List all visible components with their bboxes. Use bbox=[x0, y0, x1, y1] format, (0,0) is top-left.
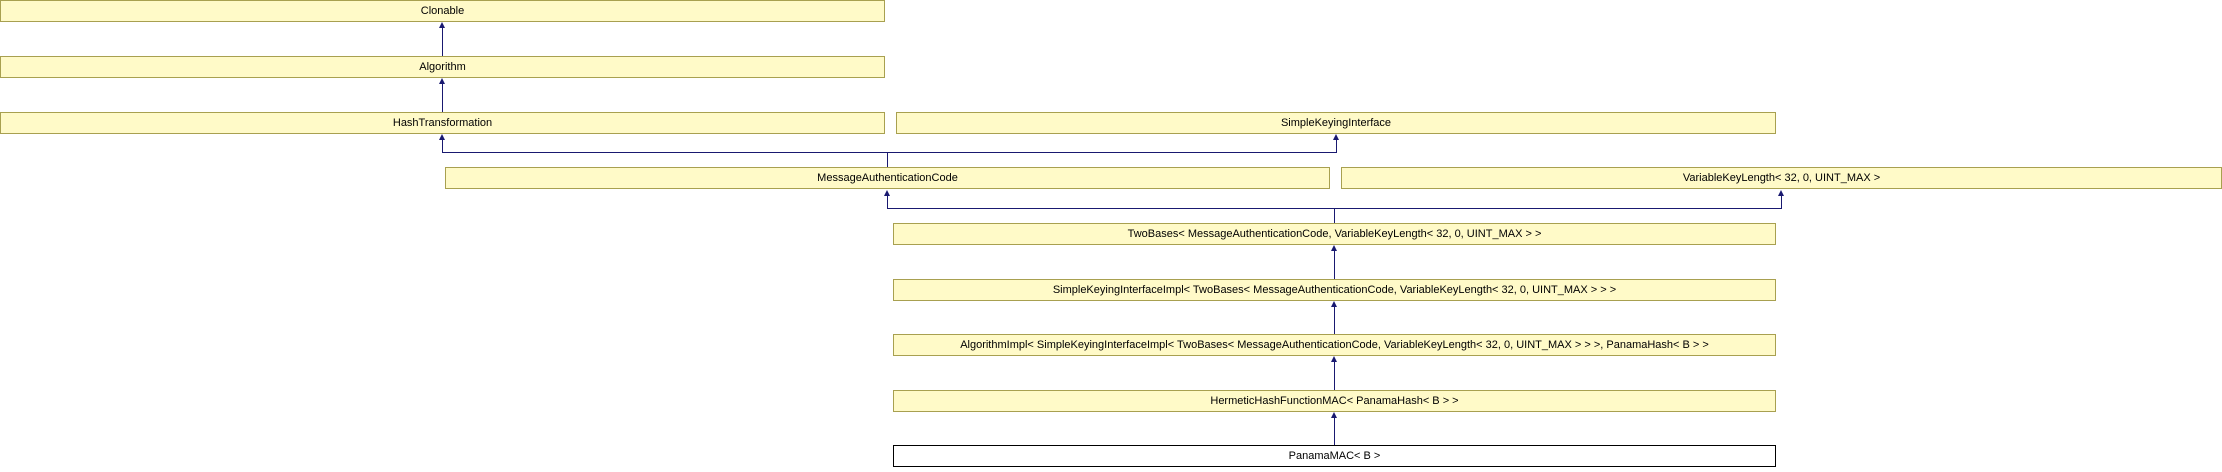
edge-mac-to-simplekeying-stub bbox=[1336, 140, 1337, 152]
arrowhead-algorithm-to-clonable bbox=[439, 22, 445, 28]
edge-twobases-to-varkeylen-stub bbox=[1781, 196, 1782, 208]
arrowhead-algorithmimpl-to-skiimpl bbox=[1331, 301, 1337, 307]
edge-algorithm-to-clonable bbox=[442, 28, 443, 56]
edge-mac-to-hashtransformation-run bbox=[442, 152, 888, 153]
node-clonable[interactable]: Clonable bbox=[0, 0, 885, 22]
node-two-bases[interactable]: TwoBases< MessageAuthenticationCode, Var… bbox=[893, 223, 1776, 245]
arrowhead-hermetic-to-algorithmimpl bbox=[1331, 356, 1337, 362]
arrowhead-panamamac-to-hermetic bbox=[1331, 412, 1337, 418]
node-hermetic-hash-function-mac[interactable]: HermeticHashFunctionMAC< PanamaHash< B >… bbox=[893, 390, 1776, 412]
node-algorithm[interactable]: Algorithm bbox=[0, 56, 885, 78]
edge-mac-to-hashtransformation-stub bbox=[442, 140, 443, 152]
arrowhead-mac-to-simplekeying bbox=[1333, 134, 1339, 140]
arrowhead-hashtransformation-to-algorithm bbox=[439, 78, 445, 84]
edge-mac-to-simplekeying-run bbox=[887, 152, 1337, 153]
edge-twobases-drop bbox=[1334, 208, 1335, 223]
arrowhead-skiimpl-to-twobases bbox=[1331, 245, 1337, 251]
edge-hermetic-to-algorithmimpl bbox=[1334, 362, 1335, 390]
arrowhead-twobases-to-mac bbox=[884, 190, 890, 196]
arrowhead-mac-to-hashtransformation bbox=[439, 134, 445, 140]
node-variable-key-length[interactable]: VariableKeyLength< 32, 0, UINT_MAX > bbox=[1341, 167, 2222, 189]
node-simple-keying-interface[interactable]: SimpleKeyingInterface bbox=[896, 112, 1776, 134]
edge-panamamac-to-hermetic bbox=[1334, 418, 1335, 445]
edge-skiimpl-to-twobases bbox=[1334, 251, 1335, 279]
node-hash-transformation[interactable]: HashTransformation bbox=[0, 112, 885, 134]
edge-hashtransformation-to-algorithm bbox=[442, 84, 443, 112]
edge-twobases-to-varkeylen-run bbox=[1334, 208, 1782, 209]
edge-mac-to-hashtransformation-drop bbox=[887, 152, 888, 167]
edge-algorithmimpl-to-skiimpl bbox=[1334, 307, 1335, 334]
node-panama-mac: PanamaMAC< B > bbox=[893, 445, 1776, 467]
arrowhead-twobases-to-varkeylen bbox=[1778, 190, 1784, 196]
edge-twobases-to-mac-run bbox=[887, 208, 1335, 209]
node-algorithm-impl[interactable]: AlgorithmImpl< SimpleKeyingInterfaceImpl… bbox=[893, 334, 1776, 356]
edge-twobases-to-mac-stub bbox=[887, 196, 888, 208]
node-message-authentication-code[interactable]: MessageAuthenticationCode bbox=[445, 167, 1330, 189]
node-simple-keying-interface-impl[interactable]: SimpleKeyingInterfaceImpl< TwoBases< Mes… bbox=[893, 279, 1776, 301]
